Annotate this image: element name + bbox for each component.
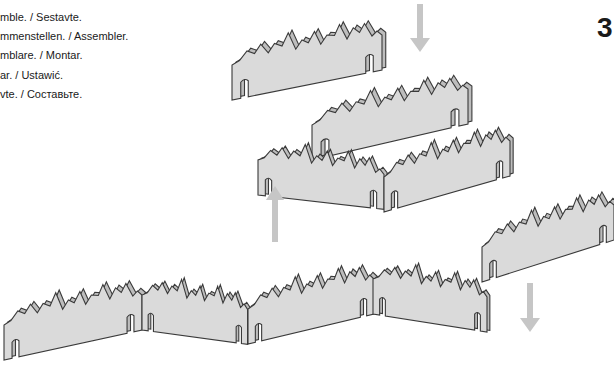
fence-piece bbox=[142, 272, 250, 345]
instruction-text: mble. / Sestavte. bbox=[0, 12, 82, 23]
fence-piece bbox=[312, 65, 472, 160]
fence-piece bbox=[232, 11, 386, 100]
down-arrow bbox=[410, 4, 430, 52]
instruction-text: vte. / Составьте. bbox=[0, 89, 82, 100]
down-arrow bbox=[520, 283, 540, 332]
instruction-text: mblare. / Montar. bbox=[0, 50, 83, 61]
instruction-text: ar. / Ustawić. bbox=[0, 70, 63, 81]
fence-piece bbox=[258, 137, 387, 210]
instruction-text: mmenstellen. / Assembler. bbox=[0, 31, 128, 42]
up-arrow bbox=[266, 186, 284, 242]
fence-piece bbox=[373, 256, 490, 332]
step-number: 3 bbox=[597, 14, 613, 42]
fence-piece bbox=[248, 255, 377, 344]
fence-piece bbox=[482, 181, 614, 282]
fence-piece bbox=[384, 117, 513, 212]
fence-piece bbox=[4, 271, 145, 360]
